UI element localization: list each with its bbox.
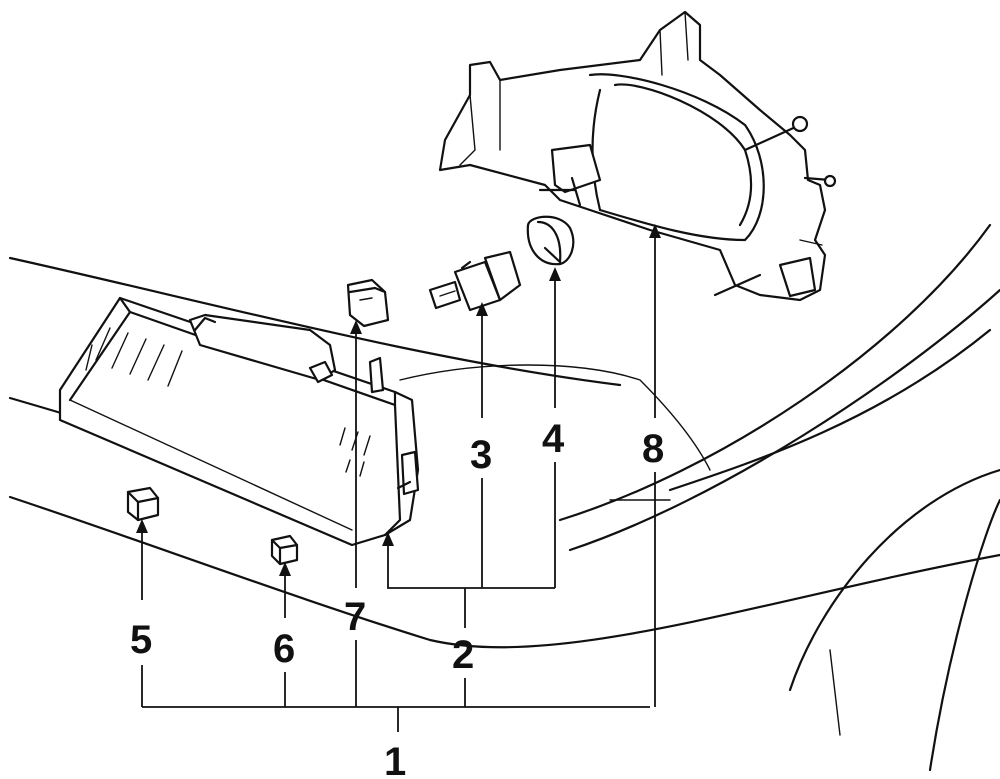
callout-1: 1 (384, 740, 406, 779)
headlamp-housing (438, 10, 837, 302)
callout-4: 4 (542, 417, 565, 461)
arrow-5 (136, 519, 148, 533)
arrowheads (136, 224, 661, 576)
arrow-6 (279, 562, 291, 576)
callout-8: 8 (642, 427, 664, 471)
callout-5: 5 (130, 618, 152, 662)
callout-3: 3 (470, 433, 492, 477)
leader-lines (141, 232, 656, 732)
halogen-bulb (428, 250, 522, 312)
clip-part-5 (126, 486, 160, 522)
callout-7: 7 (344, 595, 366, 639)
callout-2: 2 (452, 633, 474, 677)
headlamp-assembly (58, 296, 420, 547)
small-socket (346, 278, 390, 328)
arrow-3 (476, 302, 488, 316)
arrow-2 (382, 532, 394, 546)
clip-part-6 (270, 534, 299, 566)
arrow-8 (649, 224, 661, 238)
lens-pattern (85, 327, 371, 477)
callout-6: 6 (273, 627, 295, 671)
arrow-4 (549, 267, 561, 281)
callout-labels: 1 2 3 4 5 6 7 8 (130, 417, 664, 779)
vehicle-body-outline (8, 223, 1000, 772)
arrow-7 (350, 320, 362, 334)
bulb-socket-ring (526, 215, 575, 266)
